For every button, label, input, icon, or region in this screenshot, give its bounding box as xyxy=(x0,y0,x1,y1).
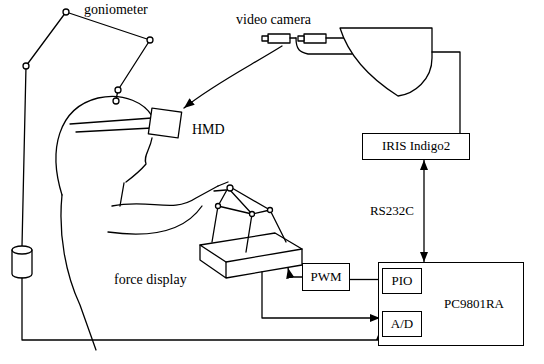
part-label: goniometer xyxy=(84,2,148,17)
part-label: video camera xyxy=(236,12,311,27)
hmd-device xyxy=(70,108,182,138)
computer-box: IRIS Indigo2 xyxy=(362,133,470,160)
edge-label: RS232C xyxy=(368,204,416,218)
force-display-mechanism xyxy=(200,185,302,278)
port-box: A/D xyxy=(382,311,422,337)
drive-wire xyxy=(288,268,302,277)
part-label: HMD xyxy=(192,122,225,137)
goniometer-arm xyxy=(12,9,153,278)
part-label: force display xyxy=(114,272,187,287)
box-label: PIO xyxy=(392,274,413,288)
port-box: PIO xyxy=(382,268,422,294)
box-label: PWM xyxy=(310,270,341,284)
display-unit xyxy=(340,28,432,96)
video-arrow xyxy=(184,46,282,108)
video-camera xyxy=(262,34,352,54)
computer-box: PC9801RA PIO A/D xyxy=(378,262,524,346)
driver-box: PWM xyxy=(302,263,350,291)
operator-figure xyxy=(56,96,228,350)
box-label: A/D xyxy=(391,317,413,331)
video-wire xyxy=(432,52,460,133)
box-label: PC9801RA xyxy=(444,297,504,311)
box-label: IRIS Indigo2 xyxy=(382,139,450,153)
connector xyxy=(423,160,424,262)
